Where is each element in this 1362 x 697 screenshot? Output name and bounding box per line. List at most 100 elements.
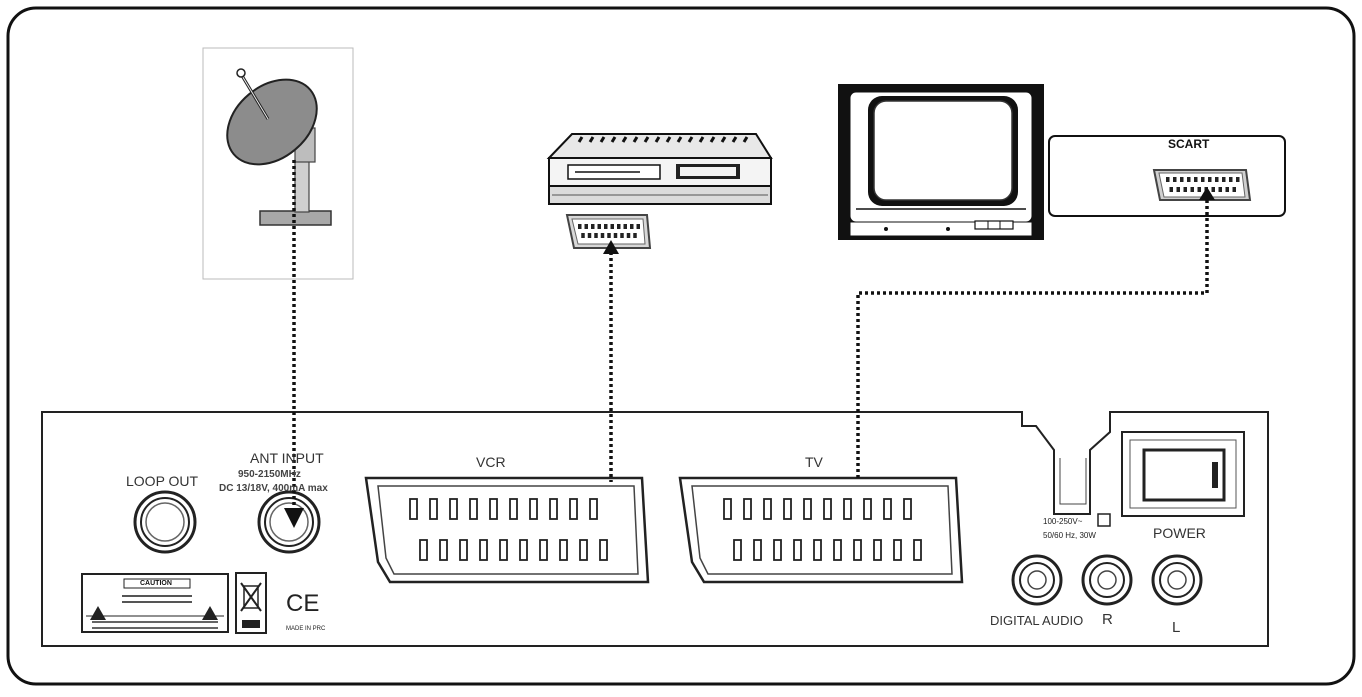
vent-slot-icon <box>709 136 716 143</box>
scart-pin-icon <box>1183 187 1187 192</box>
scart-pin-icon <box>479 539 488 561</box>
scart-pin-icon <box>803 498 812 520</box>
voltage-label-2: 50/60 Hz, 30W <box>1043 531 1096 540</box>
scart-pin-icon <box>723 498 732 520</box>
scart-pin-icon <box>1201 177 1205 182</box>
scart-pin-icon <box>843 498 852 520</box>
scart-pin-icon <box>793 539 802 561</box>
digital-audio-connector-icon <box>1011 554 1063 606</box>
vent-slot-icon <box>687 136 694 143</box>
scart-pin-icon <box>439 539 448 561</box>
vent-slot-icon <box>665 136 672 143</box>
scart-pin-icon <box>419 539 428 561</box>
scart-pin-icon <box>519 539 528 561</box>
scart-pin-icon <box>459 539 468 561</box>
vent-slot-icon <box>643 136 650 143</box>
scart-pin-icon <box>429 498 438 520</box>
tv-scart-panel <box>1048 135 1286 217</box>
scart-pin-icon <box>833 539 842 561</box>
scart-pin-icon <box>863 498 872 520</box>
scart-pin-icon <box>1222 177 1226 182</box>
television-icon <box>838 84 1044 240</box>
vcr-scart-socket-icon <box>364 476 650 584</box>
vent-slot-icon <box>742 136 749 143</box>
scart-pin-icon <box>587 233 592 238</box>
ce-mark: CE <box>286 590 320 617</box>
ant-spec-line-2: DC 13/18V, 400mA max <box>219 483 328 494</box>
scart-pin-icon <box>893 539 902 561</box>
audio-r-label: R <box>1102 611 1113 628</box>
scart-label: SCART <box>1168 137 1210 151</box>
scart-pin-icon <box>630 224 634 229</box>
vent-slot-icon <box>621 136 628 143</box>
scart-pin-icon <box>1236 177 1240 182</box>
vcr-device-icon <box>546 133 773 205</box>
vent-slot-icon <box>588 136 595 143</box>
ant-input-arrow-icon <box>284 508 304 528</box>
scart-pin-icon <box>753 539 762 561</box>
ant-input-connector-icon <box>257 490 321 554</box>
scart-pin-icon <box>763 498 772 520</box>
scart-pin-icon <box>569 498 578 520</box>
power-switch-icon <box>1121 431 1245 517</box>
scart-pin-icon <box>1176 187 1180 192</box>
connection-lines <box>292 160 1209 506</box>
scart-pin-icon <box>509 498 518 520</box>
receiver-rear-panel <box>41 411 1269 647</box>
power-label: POWER <box>1153 525 1206 541</box>
scart-pin-icon <box>604 224 608 229</box>
audio-l-connector-icon <box>1151 554 1203 606</box>
ant-spec-line-1: 950-2150MHz <box>238 469 301 480</box>
scart-pin-icon <box>449 498 458 520</box>
scart-pin-icon <box>469 498 478 520</box>
vent-slot-icon <box>632 136 639 143</box>
scart-pin-icon <box>1173 177 1177 182</box>
arrowheads <box>284 187 1215 528</box>
scart-pin-icon <box>1211 187 1215 192</box>
digital-audio-label: DIGITAL AUDIO <box>990 613 1084 628</box>
scart-pin-icon <box>823 498 832 520</box>
scart-pin-icon <box>633 233 637 238</box>
tv-scart-line <box>856 196 1209 478</box>
scart-pin-icon <box>613 233 618 238</box>
scart-pin-icon <box>539 539 548 561</box>
scart-pin-icon <box>743 498 752 520</box>
vcr-arrow-icon <box>603 240 619 254</box>
scart-pin-icon <box>733 539 742 561</box>
scart-pin-icon <box>773 539 782 561</box>
scart-pin-icon <box>1187 177 1191 182</box>
scart-pin-icon <box>1232 187 1236 192</box>
scart-pin-icon <box>589 498 598 520</box>
made-in-label: MADE IN PRC <box>286 626 326 632</box>
scart-pin-icon <box>853 539 862 561</box>
scart-pin-icon <box>1180 177 1184 182</box>
scart-pin-icon <box>903 498 912 520</box>
scart-pin-icon <box>600 233 605 238</box>
loop-out-label: LOOP OUT <box>126 473 199 489</box>
scart-pin-icon <box>783 498 792 520</box>
vent-slot-icon <box>731 136 738 143</box>
vcr-scart-connector-icon <box>565 214 652 249</box>
scart-pin-icon <box>529 498 538 520</box>
scart-pin-icon <box>1197 187 1201 192</box>
scart-pin-icon <box>559 539 568 561</box>
tv-scart-socket-icon <box>678 476 964 584</box>
scart-pin-icon <box>599 539 608 561</box>
scart-pin-icon <box>607 233 611 238</box>
vent-slot-icon <box>654 136 661 143</box>
scart-pin-icon <box>594 233 598 238</box>
scart-pin-icon <box>1229 177 1233 182</box>
scart-pin-icon <box>1225 187 1229 192</box>
voltage-indicator-icon <box>1097 513 1111 527</box>
tv-label: TV <box>805 454 823 470</box>
audio-r-connector-icon <box>1081 554 1133 606</box>
scart-pin-icon <box>579 539 588 561</box>
scart-pin-icon <box>623 224 627 229</box>
scart-pin-icon <box>1166 177 1170 182</box>
scart-pin-icon <box>597 224 601 229</box>
scart-pin-icon <box>1190 187 1194 192</box>
voltage-label-1: 100-250V~ <box>1043 517 1083 526</box>
satellite-dish-icon <box>202 47 354 280</box>
audio-l-label: L <box>1172 619 1181 636</box>
